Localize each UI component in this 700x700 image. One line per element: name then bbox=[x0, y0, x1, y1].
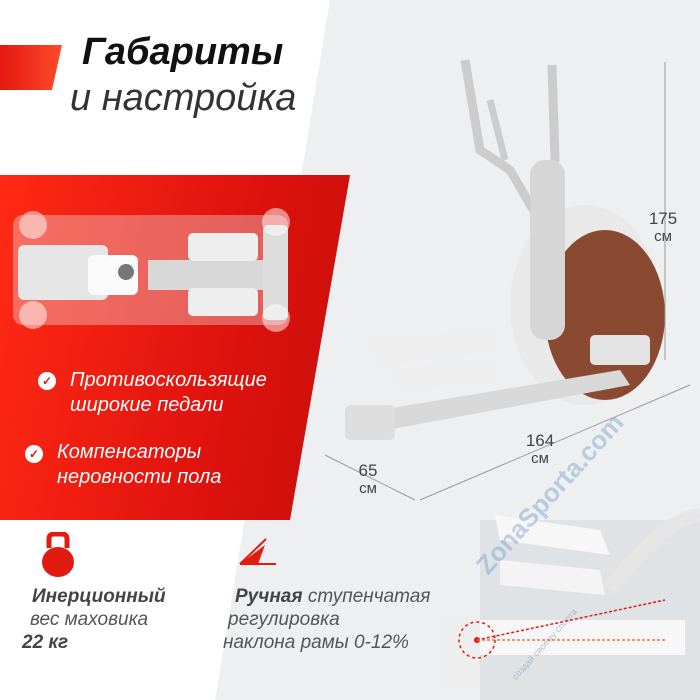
title-accent bbox=[0, 45, 62, 90]
kettlebell-icon bbox=[42, 532, 74, 577]
incline-bold: Ручная bbox=[235, 586, 303, 607]
feature-anti-slip-pedals: Противоскользящие широкие педали bbox=[70, 368, 267, 418]
width-unit: см bbox=[359, 480, 377, 497]
length-value: 164 bbox=[525, 431, 555, 450]
check-icon: ✓ bbox=[25, 445, 43, 463]
feature-floor-compensators: Компенсаторы неровности пола bbox=[57, 440, 221, 490]
check-icon: ✓ bbox=[38, 372, 56, 390]
length-dimension-line bbox=[419, 384, 691, 501]
width-label: 65 см bbox=[343, 462, 393, 498]
feature-line: Противоскользящие bbox=[70, 369, 267, 391]
width-value: 65 bbox=[358, 461, 378, 480]
incline-rest: ступенчатая bbox=[302, 586, 431, 607]
flywheel-bold: Инерционный bbox=[32, 586, 166, 607]
length-unit: см bbox=[531, 450, 549, 467]
width-dimension-line bbox=[324, 454, 416, 501]
incline-line2: регулировка bbox=[228, 609, 340, 630]
height-unit: см bbox=[654, 228, 672, 245]
flywheel-weight: 22 кг bbox=[22, 632, 69, 653]
feature-line: неровности пола bbox=[57, 466, 222, 488]
height-label: 175 см bbox=[638, 210, 688, 246]
length-label: 164 см bbox=[515, 432, 565, 468]
incline-angle-icon bbox=[239, 538, 276, 565]
flywheel-text: Инерционный вес маховика 22 кг bbox=[22, 585, 166, 654]
features-banner bbox=[0, 175, 350, 520]
page-title: Габариты bbox=[82, 31, 284, 73]
incline-text: Ручная ступенчатая регулировка наклона р… bbox=[223, 585, 431, 654]
machine-top-view-image bbox=[13, 208, 290, 332]
incline-detail-image bbox=[440, 508, 700, 700]
page-subtitle: и настройка bbox=[70, 77, 297, 119]
flywheel-line2: вес маховика bbox=[30, 609, 149, 630]
elliptical-trainer-image bbox=[345, 59, 665, 440]
feature-line: широкие педали bbox=[70, 394, 224, 416]
feature-line: Компенсаторы bbox=[57, 441, 202, 463]
height-value: 175 bbox=[648, 209, 678, 228]
incline-line3: наклона рамы 0-12% bbox=[223, 632, 409, 653]
